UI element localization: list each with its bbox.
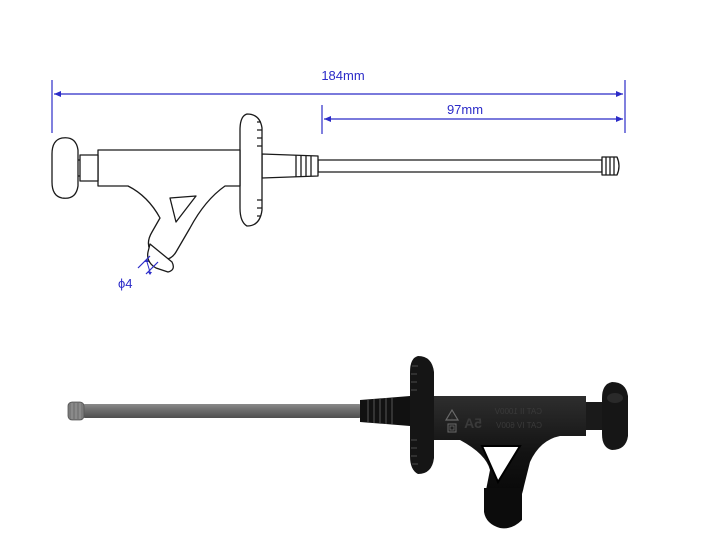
photo-socket <box>484 488 522 529</box>
probe-photo: ! 5A CAT II 1000V CAT IV 600V <box>67 356 628 529</box>
dimension-overall-label: 184mm <box>321 68 364 83</box>
outline-body <box>97 149 241 260</box>
dimension-socket-label: ϕ4 <box>118 276 133 291</box>
warning-icon: ! <box>444 408 460 421</box>
outline-socket <box>147 243 174 273</box>
dimension-socket: ϕ4 <box>118 255 159 291</box>
outline-triangle <box>169 195 197 223</box>
outline-rear-stub <box>79 154 99 182</box>
print-rating-2: CAT IV 600V <box>495 421 542 430</box>
print-rating-1: CAT II 1000V <box>494 407 542 416</box>
photo-rear-stub <box>586 402 602 430</box>
outline-tip-rod <box>317 159 603 173</box>
outline-flange <box>239 113 263 227</box>
outline-drawing: 184mm 97mm <box>51 68 626 291</box>
double-insulation-icon <box>447 423 457 433</box>
probe-print: 5A CAT II 1000V CAT IV 600V <box>464 407 542 431</box>
photo-triangle <box>480 445 522 485</box>
photo-flange-ridges <box>411 365 418 465</box>
photo-tip-rod <box>82 404 362 418</box>
outline-collar <box>261 153 319 179</box>
print-current: 5A <box>464 415 482 431</box>
dimension-tip-label: 97mm <box>447 102 483 117</box>
outline-thumb-cap <box>51 137 79 199</box>
svg-text:!: ! <box>451 414 453 421</box>
photo-flange <box>410 356 434 474</box>
photo-thumb-cap <box>602 382 628 450</box>
dimension-overall: 184mm <box>51 68 626 133</box>
photo-collar <box>360 396 410 426</box>
dimension-tip: 97mm <box>321 102 623 134</box>
probe-outline <box>51 113 620 273</box>
